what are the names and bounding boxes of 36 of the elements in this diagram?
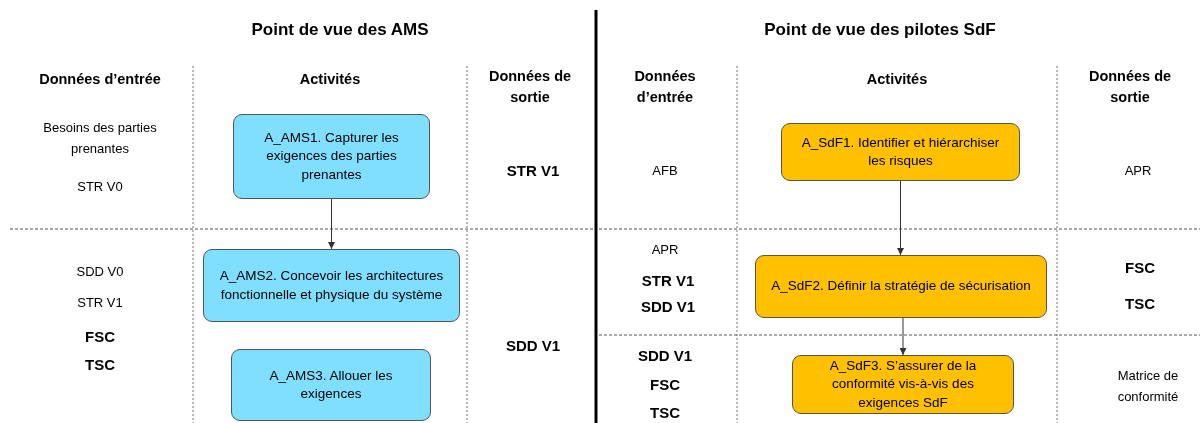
column-header: Données d’entrée: [38, 70, 162, 90]
data-label: STR V1: [505, 161, 561, 181]
column-header: Activités: [298, 70, 362, 90]
data-label: STR V1: [76, 293, 124, 312]
data-label: SDD V1: [636, 346, 694, 366]
data-label: FSC: [1124, 258, 1156, 278]
arrow: [897, 180, 904, 256]
data-label: SDD V0: [75, 262, 125, 281]
activity-box: A_AMS2. Concevoir les architectures fonctionnelle et physique du système: [203, 249, 460, 322]
arrow: [899, 317, 907, 356]
column-header: Données de sortie: [1087, 67, 1173, 107]
column-group-title: Point de vue des pilotes SdF: [763, 19, 997, 42]
data-label: SDD V1: [639, 297, 697, 317]
data-label: APR: [1123, 161, 1153, 180]
data-label: AFB: [651, 161, 679, 180]
arrow: [328, 198, 335, 250]
data-label: Matrice de conformité: [1116, 367, 1180, 406]
data-label: FSC: [84, 327, 116, 347]
data-label: STR V0: [76, 177, 124, 196]
data-label: TSC: [649, 403, 681, 423]
column-header: Activités: [865, 70, 929, 90]
data-label: TSC: [1124, 294, 1156, 314]
column-header: Données d’entrée: [633, 67, 697, 107]
data-label: STR V1: [640, 271, 696, 291]
data-label: APR: [650, 240, 680, 259]
activity-box: A_AMS3. Allouer les exigences: [231, 349, 431, 421]
data-label: TSC: [84, 355, 116, 375]
activity-box: A_SdF3. S’assurer de la conformité vis-à-vis des exigences SdF: [792, 355, 1014, 414]
data-label: Besoins des parties prenantes: [42, 119, 158, 158]
column-group-title: Point de vue des AMS: [250, 19, 430, 42]
column-header: Données de sortie: [487, 67, 573, 107]
data-label: SDD V1: [504, 336, 562, 356]
activity-box: A_AMS1. Capturer les exigences des parties prenantes: [233, 114, 430, 199]
activity-box: A_SdF1. Identifier et hiérarchiser les risques: [781, 123, 1020, 181]
activity-box: A_SdF2. Définir la stratégie de sécurisation: [755, 255, 1047, 318]
data-label: FSC: [649, 375, 681, 395]
